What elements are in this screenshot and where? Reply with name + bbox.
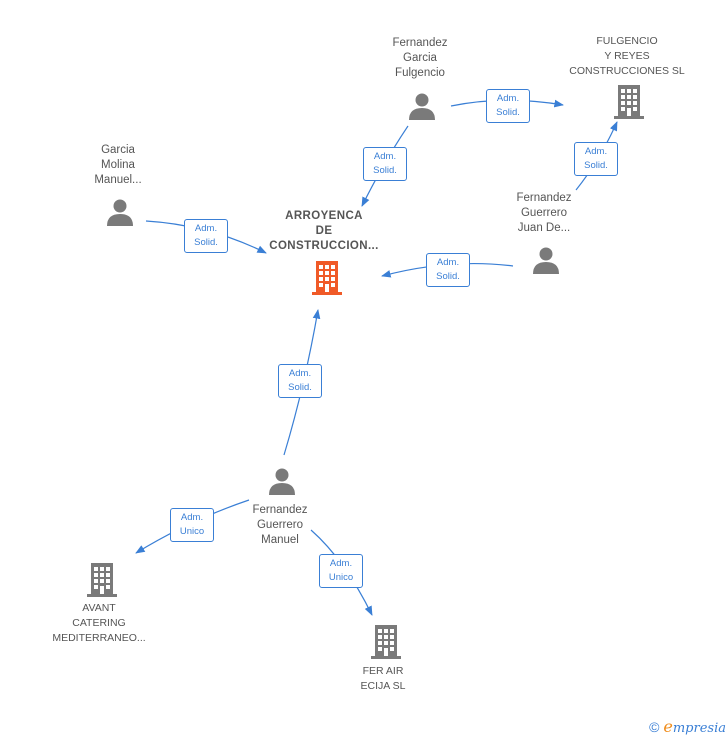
relation-type: Solid. (496, 107, 520, 118)
label-line: Fernandez (392, 37, 448, 49)
node-label-garcia-molina[interactable]: Garcia Molina Manuel... (94, 143, 141, 188)
relation-type: Solid. (436, 271, 460, 282)
person-icon[interactable] (531, 245, 561, 275)
relation-type: Unico (179, 526, 205, 537)
label-line: AVANT (82, 602, 116, 614)
copyright-icon: © (649, 719, 660, 735)
relation-role: Adm. (194, 223, 218, 234)
node-label-fernandez-garcia[interactable]: Fernandez Garcia Fulgencio (393, 36, 448, 81)
label-line: Fernandez (252, 504, 308, 516)
relation-type: Solid. (584, 160, 608, 171)
node-label-fernandez-guerrero-manuel[interactable]: Fernandez Guerrero Manuel (253, 503, 308, 548)
relation-badge[interactable]: Adm. Unico (170, 508, 214, 542)
relation-badge[interactable]: Adm. Solid. (363, 147, 407, 181)
label-line: FULGENCIO (596, 35, 658, 47)
relation-type: Unico (328, 572, 354, 583)
label-line: MEDITERRANEO... (52, 632, 146, 644)
relation-badge[interactable]: Adm. Solid. (278, 364, 322, 398)
relation-role: Adm. (288, 368, 312, 379)
footer-brand[interactable]: ©empresia (649, 717, 726, 736)
relation-role: Adm. (329, 558, 353, 569)
relation-badge[interactable]: Adm. Solid. (574, 142, 618, 176)
person-icon[interactable] (105, 197, 135, 227)
relation-type: Solid. (373, 165, 397, 176)
node-label-fernandez-guerrero-juan[interactable]: Fernandez Guerrero Juan De... (517, 191, 572, 236)
building-icon[interactable] (612, 84, 646, 120)
relation-role: Adm. (584, 146, 608, 157)
label-line: Garcia (101, 144, 135, 156)
brand-initial: e (663, 717, 673, 736)
relation-role: Adm. (180, 512, 204, 523)
label-line: DE (315, 225, 333, 237)
node-label-fulgencio-reyes[interactable]: FULGENCIO Y REYES CONSTRUCCIONES SL (569, 34, 685, 79)
label-line: Y REYES (604, 50, 650, 62)
label-line: Manuel (261, 534, 299, 546)
brand-name: mpresia (672, 721, 726, 736)
relation-role: Adm. (373, 151, 397, 162)
relation-badge[interactable]: Adm. Solid. (426, 253, 470, 287)
relation-type: Solid. (194, 237, 218, 248)
building-icon[interactable] (369, 624, 403, 660)
label-line: ECIJA SL (360, 680, 406, 692)
label-line: CONSTRUCCIONES SL (569, 65, 685, 77)
relation-type: Solid. (288, 382, 312, 393)
label-line: FER AIR (362, 665, 404, 677)
label-line: Guerrero (520, 207, 568, 219)
node-label-fer-air[interactable]: FER AIR ECIJA SL (361, 664, 406, 694)
building-icon[interactable] (85, 562, 119, 598)
building-icon[interactable] (310, 260, 344, 296)
relation-badge[interactable]: Adm. Unico (319, 554, 363, 588)
label-line: ARROYENCA (285, 210, 363, 222)
person-icon[interactable] (407, 91, 437, 121)
person-icon[interactable] (267, 466, 297, 496)
relation-role: Adm. (496, 93, 520, 104)
label-line: Molina (101, 159, 135, 171)
label-line: Fulgencio (395, 67, 445, 79)
label-line: Manuel... (94, 174, 142, 186)
node-label-avant[interactable]: AVANT CATERING MEDITERRANEO... (52, 601, 145, 646)
label-line: CATERING (72, 617, 126, 629)
relation-badge[interactable]: Adm. Solid. (486, 89, 530, 123)
label-line: Guerrero (256, 519, 304, 531)
relation-role: Adm. (436, 257, 460, 268)
label-line: Fernandez (516, 192, 572, 204)
label-line: CONSTRUCCION... (269, 240, 379, 252)
label-line: Juan De... (517, 222, 571, 234)
node-label-arroyenca[interactable]: ARROYENCA DE CONSTRUCCION... (269, 209, 379, 254)
brand-logo: empresia (663, 717, 726, 736)
label-line: Garcia (403, 52, 437, 64)
relation-badge[interactable]: Adm. Solid. (184, 219, 228, 253)
